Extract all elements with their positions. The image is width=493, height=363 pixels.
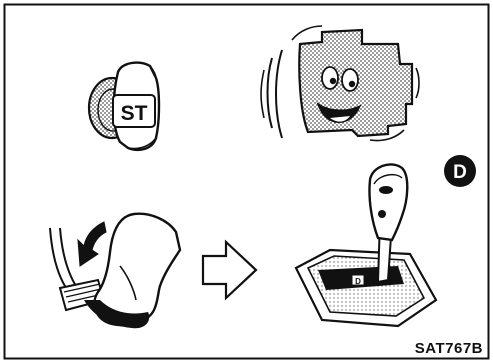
brake-pedal-foot — [50, 214, 180, 329]
engine-left-eye — [322, 67, 338, 89]
next-step-arrow — [203, 242, 256, 298]
engine-right-eye — [342, 69, 358, 91]
shift-knob — [369, 164, 407, 240]
ignition-start-label: ST — [121, 102, 148, 125]
figure-code: SAT767B — [415, 340, 483, 357]
press-arrow — [78, 222, 106, 266]
drive-badge-label: D — [453, 162, 467, 183]
engine-character — [261, 26, 419, 141]
gate-d-indicator: D — [355, 277, 361, 286]
ignition-key: ST — [89, 63, 159, 150]
gear-shifter: D D — [296, 155, 476, 326]
shift-lock-button — [378, 210, 386, 218]
